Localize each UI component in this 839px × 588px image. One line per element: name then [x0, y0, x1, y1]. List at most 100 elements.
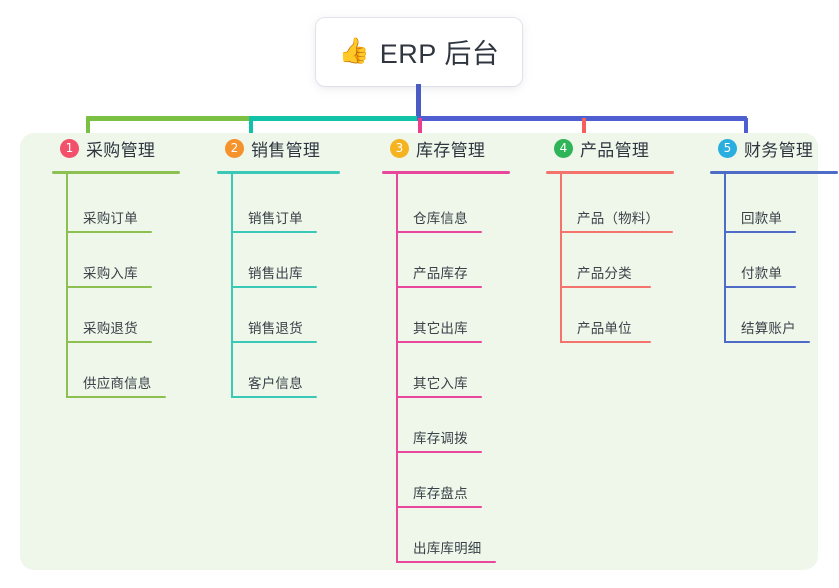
segment-teal [249, 116, 419, 121]
drop-product [582, 118, 586, 138]
category-title-product: 产品管理 [580, 140, 650, 160]
list-item-rule [66, 286, 152, 288]
list-item[interactable]: 回款单 [724, 178, 800, 233]
list-item-rule [66, 231, 152, 233]
list-item[interactable]: 采购订单 [66, 178, 156, 233]
list-item-rule [231, 396, 317, 398]
category-rule-finance [710, 171, 838, 174]
list-item-rule [396, 561, 496, 563]
category-title-purchase: 采购管理 [86, 140, 156, 160]
category-rule-product [546, 171, 674, 174]
list-item-rule [396, 506, 482, 508]
list-item-label: 采购退货 [83, 321, 138, 336]
list-item-label: 回款单 [741, 211, 783, 226]
category-header-inventory[interactable]: 3 库存管理 [372, 133, 485, 163]
list-item-label: 产品库存 [413, 266, 468, 281]
list-item-label: 销售退货 [248, 321, 303, 336]
drop-purchase [86, 118, 90, 138]
list-item[interactable]: 其它入库 [396, 343, 486, 398]
root-node-card[interactable]: 👍 ERP 后台 [316, 18, 522, 86]
root-node-content: 👍 ERP 后台 [339, 32, 500, 71]
category-column-product: 4 产品管理产品（物料） 产品分类产品单位 [536, 133, 674, 343]
list-item[interactable]: 销售出库 [231, 233, 321, 288]
category-spine-product [560, 174, 562, 343]
category-title-sales: 销售管理 [251, 140, 321, 160]
category-badge-sales: 2 [225, 138, 244, 158]
category-header-sales[interactable]: 2 销售管理 [207, 133, 320, 163]
drop-sales [249, 118, 253, 138]
root-node-title: ERP 后台 [379, 38, 500, 69]
list-item[interactable]: 产品分类 [560, 233, 655, 288]
list-item-rule [724, 286, 796, 288]
list-item-rule [396, 231, 482, 233]
list-item-label: 销售出库 [248, 266, 303, 281]
category-title-finance: 财务管理 [744, 140, 814, 160]
list-item-rule [724, 231, 796, 233]
category-rule-purchase [52, 171, 180, 174]
category-spine-finance [724, 174, 726, 343]
list-item-label: 产品（物料） [577, 211, 660, 226]
list-item-label: 其它入库 [413, 376, 468, 391]
list-item[interactable]: 库存盘点 [396, 453, 486, 508]
list-item[interactable]: 产品（物料） [560, 178, 677, 233]
category-rule-inventory [382, 171, 510, 174]
list-item-rule [724, 341, 810, 343]
list-item-rule [396, 396, 482, 398]
list-item[interactable]: 供应商信息 [66, 343, 170, 398]
drop-finance [744, 118, 748, 138]
list-item-label: 供应商信息 [83, 376, 152, 391]
list-item-rule [66, 396, 166, 398]
list-item-rule [396, 341, 482, 343]
drop-inventory [418, 118, 422, 138]
list-item[interactable]: 客户信息 [231, 343, 321, 398]
list-item[interactable]: 采购退货 [66, 288, 156, 343]
list-item-label: 销售订单 [248, 211, 303, 226]
category-rule-sales [217, 171, 340, 174]
list-item[interactable]: 销售订单 [231, 178, 321, 233]
root-connector-stem [416, 84, 421, 120]
list-item-rule [396, 451, 482, 453]
category-header-product[interactable]: 4 产品管理 [536, 133, 649, 163]
list-item-label: 出库库明细 [413, 541, 482, 556]
list-item[interactable]: 其它出库 [396, 288, 486, 343]
list-item-label: 库存调拨 [413, 431, 468, 446]
thumbs-up-icon: 👍 [338, 36, 370, 65]
list-item[interactable]: 出库库明细 [396, 508, 500, 563]
list-item[interactable]: 采购入库 [66, 233, 156, 288]
list-item-label: 产品单位 [577, 321, 632, 336]
category-column-finance: 5 财务管理回款单付款单结算账户 [700, 133, 838, 343]
list-item-rule [231, 231, 317, 233]
category-badge-product: 4 [554, 138, 573, 158]
category-column-sales: 2 销售管理销售订单销售出库销售退货客户信息 [207, 133, 340, 398]
list-item-rule [560, 341, 651, 343]
list-item-rule [66, 341, 152, 343]
list-item-label: 采购订单 [83, 211, 138, 226]
list-item-label: 产品分类 [577, 266, 632, 281]
list-item[interactable]: 产品单位 [560, 288, 655, 343]
list-item[interactable]: 付款单 [724, 233, 800, 288]
list-item-rule [231, 286, 317, 288]
list-item-rule [396, 286, 482, 288]
category-badge-inventory: 3 [390, 138, 409, 158]
list-item[interactable]: 销售退货 [231, 288, 321, 343]
list-item-label: 采购入库 [83, 266, 138, 281]
list-item[interactable]: 库存调拨 [396, 398, 486, 453]
list-item[interactable]: 结算账户 [724, 288, 814, 343]
category-spine-inventory [396, 174, 398, 563]
category-header-finance[interactable]: 5 财务管理 [700, 133, 813, 163]
segment-green [86, 116, 251, 121]
list-item[interactable]: 产品库存 [396, 233, 486, 288]
list-item-rule [560, 286, 651, 288]
category-badge-finance: 5 [718, 138, 737, 158]
category-title-inventory: 库存管理 [416, 140, 486, 160]
list-item-rule [231, 341, 317, 343]
list-item-rule [560, 231, 673, 233]
list-item-label: 库存盘点 [413, 486, 468, 501]
list-item[interactable]: 仓库信息 [396, 178, 486, 233]
list-item-label: 仓库信息 [413, 211, 468, 226]
category-column-inventory: 3 库存管理仓库信息产品库存其它出库其它入库库存调拨库存盘点出库库明细 [372, 133, 510, 563]
